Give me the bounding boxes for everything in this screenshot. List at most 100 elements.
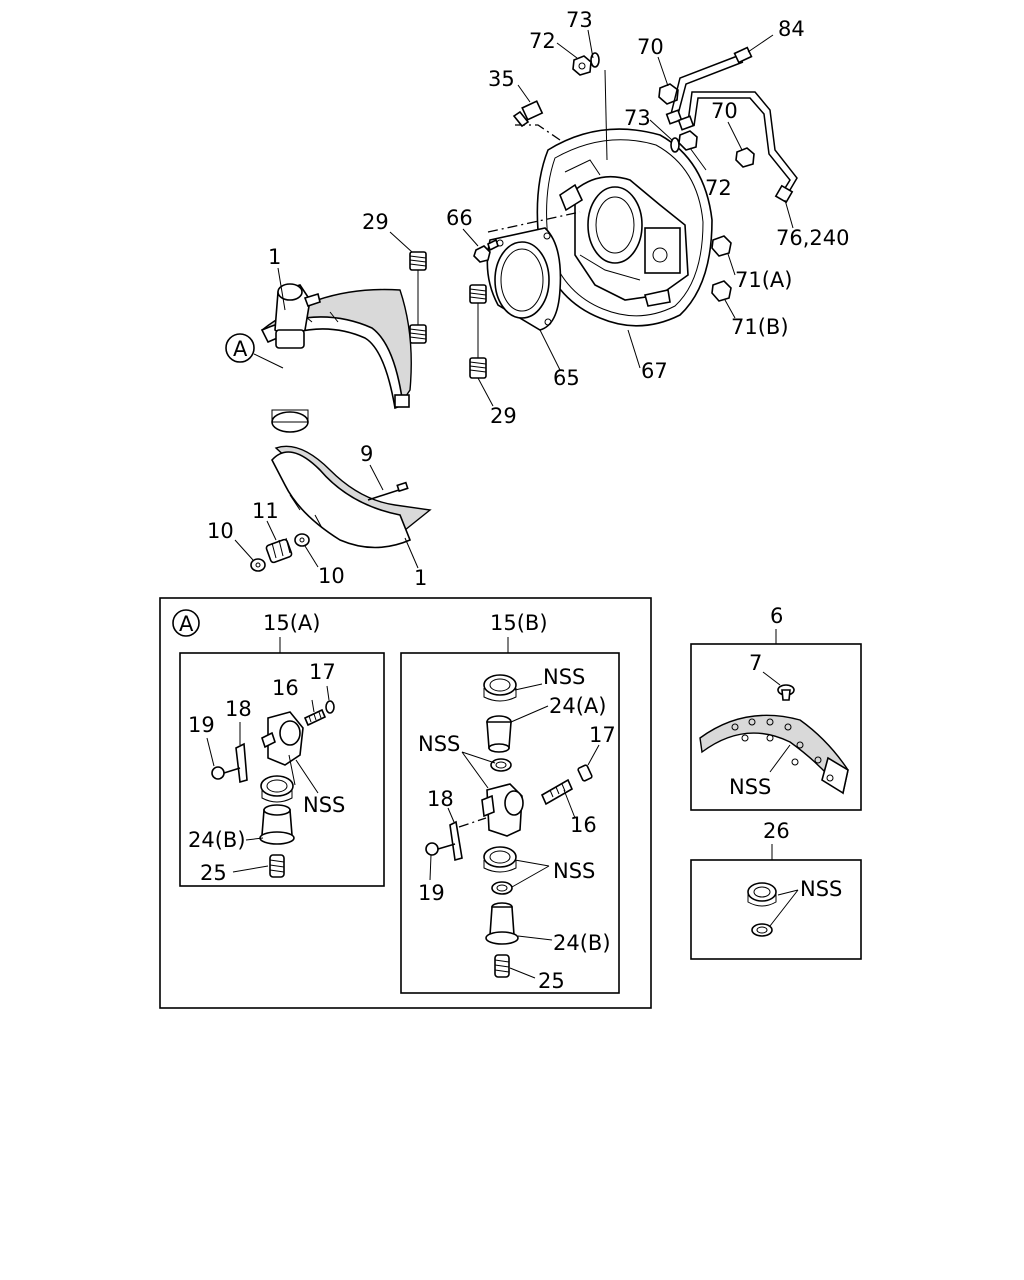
callout-10-left: 10: [207, 519, 234, 543]
nut-71b: [711, 280, 732, 302]
brake-shoe-lower: [271, 445, 432, 549]
plate-18-left: [235, 742, 248, 784]
callout-35: 35: [488, 67, 515, 91]
title-26: 26: [763, 819, 790, 843]
nut-70-mid: [735, 147, 755, 168]
leader-18-right: [447, 807, 455, 823]
callout-65: 65: [553, 366, 580, 390]
leader-16-left: [311, 699, 315, 713]
title-15b: 15(B): [490, 611, 548, 635]
cup-nss-bottom-right: [491, 881, 513, 895]
leader-7: [762, 671, 781, 686]
boot-nss-top-right: [483, 674, 517, 702]
leader-24b-right: [517, 935, 553, 941]
screw-16-left: [303, 708, 327, 727]
lining-6: [699, 714, 849, 795]
nut-71a: [711, 235, 732, 257]
boot-nss-bottom-right: [483, 846, 517, 873]
subpanel-15a: [179, 652, 385, 887]
cap-17-left: [325, 700, 335, 714]
detail-a-marker-label: A: [179, 612, 194, 636]
callout-19-right: 19: [418, 881, 445, 905]
callout-a-main: A: [233, 337, 248, 361]
detail-marker-a-main: [225, 333, 255, 363]
leader-nss-6: [769, 744, 791, 773]
spring-29-top: [409, 251, 427, 344]
callout-67: 67: [641, 359, 668, 383]
leader-25-right: [509, 967, 536, 979]
callout-24b-right: 24(B): [553, 931, 611, 955]
seal-nss-left: [260, 775, 294, 803]
callout-18-left: 18: [225, 697, 252, 721]
callout-25-left: 25: [200, 861, 227, 885]
callout-19-left: 19: [188, 713, 215, 737]
spring-29-bottom: [469, 284, 487, 379]
leader-24b-left: [245, 837, 264, 841]
leader-16-right: [563, 789, 576, 819]
detail-a-panel: A 15(A): [159, 597, 652, 1009]
leader-17-left: [326, 685, 330, 701]
nut-72-mid: [678, 130, 698, 151]
cup-nss-right: [490, 758, 512, 772]
bolt-35: [512, 100, 544, 128]
dashline-66: [487, 211, 581, 233]
plate-65: [486, 227, 562, 331]
washer-73-mid: [670, 137, 680, 153]
callout-71a: 71(A): [735, 268, 792, 292]
leader-lines-top: [234, 29, 794, 569]
callout-nss-bottom-right: NSS: [553, 859, 595, 883]
callout-29-bottom: 29: [490, 404, 517, 428]
callout-76-240: 76,240: [776, 226, 849, 250]
callout-73-top: 73: [566, 8, 593, 32]
leader-19-right: [429, 854, 432, 881]
wheel-cylinder-main: [271, 283, 321, 433]
box-26-cup-kit: 26 NSS: [690, 819, 862, 960]
callout-17-left: 17: [309, 660, 336, 684]
spring-11: [265, 537, 293, 564]
callout-24a: 24(A): [549, 694, 606, 718]
callout-16-left: 16: [272, 676, 299, 700]
spring-25-right: [494, 954, 510, 978]
leader-73-top: [604, 69, 608, 161]
backing-plate-assembly: [536, 128, 713, 327]
leader-25-left: [232, 865, 269, 873]
bolt-66: [473, 238, 499, 263]
bolt-19-left: [211, 766, 241, 780]
callout-17-right: 17: [589, 723, 616, 747]
leader-nss-mid-right: [461, 751, 496, 789]
subpanel-15b: [400, 652, 620, 994]
cup-nss-26: [751, 923, 773, 937]
pin-9: [367, 481, 409, 501]
callout-25-right: 25: [538, 969, 565, 993]
callout-18-right: 18: [427, 787, 454, 811]
brake-pipe-84: [665, 46, 798, 204]
callout-nss-left: NSS: [303, 793, 345, 817]
leader-19-left: [206, 737, 215, 767]
callout-71b: 71(B): [731, 315, 789, 339]
callout-1-top: 1: [268, 245, 281, 269]
callout-7: 7: [749, 651, 762, 675]
dashline-35: [515, 124, 561, 141]
piston-24a: [486, 715, 512, 753]
callout-70-mid: 70: [711, 99, 738, 123]
callout-nss-top-right: NSS: [543, 665, 585, 689]
callout-1-bottom: 1: [414, 566, 427, 590]
callout-11: 11: [252, 499, 279, 523]
callout-10-right: 10: [318, 564, 345, 588]
nut-70-top: [658, 83, 679, 105]
callout-84: 84: [778, 17, 805, 41]
adjuster-24b-left: [259, 804, 295, 845]
leader-nss-26: [769, 889, 799, 927]
washer-10-left: [250, 558, 266, 572]
washer-10-right: [294, 533, 310, 547]
callout-70-top: 70: [637, 35, 664, 59]
box-6-lining-kit: 6 7 NSS: [690, 604, 862, 811]
rivet-7: [777, 684, 795, 701]
callout-nss-mid-right: NSS: [418, 732, 460, 756]
screw-16-right: [540, 778, 574, 806]
boot-nss-26: [747, 882, 777, 907]
leader-nss-top-right: [514, 683, 543, 691]
callout-72-top: 72: [529, 29, 556, 53]
callout-66: 66: [446, 206, 473, 230]
detail-marker-a: [172, 609, 200, 637]
